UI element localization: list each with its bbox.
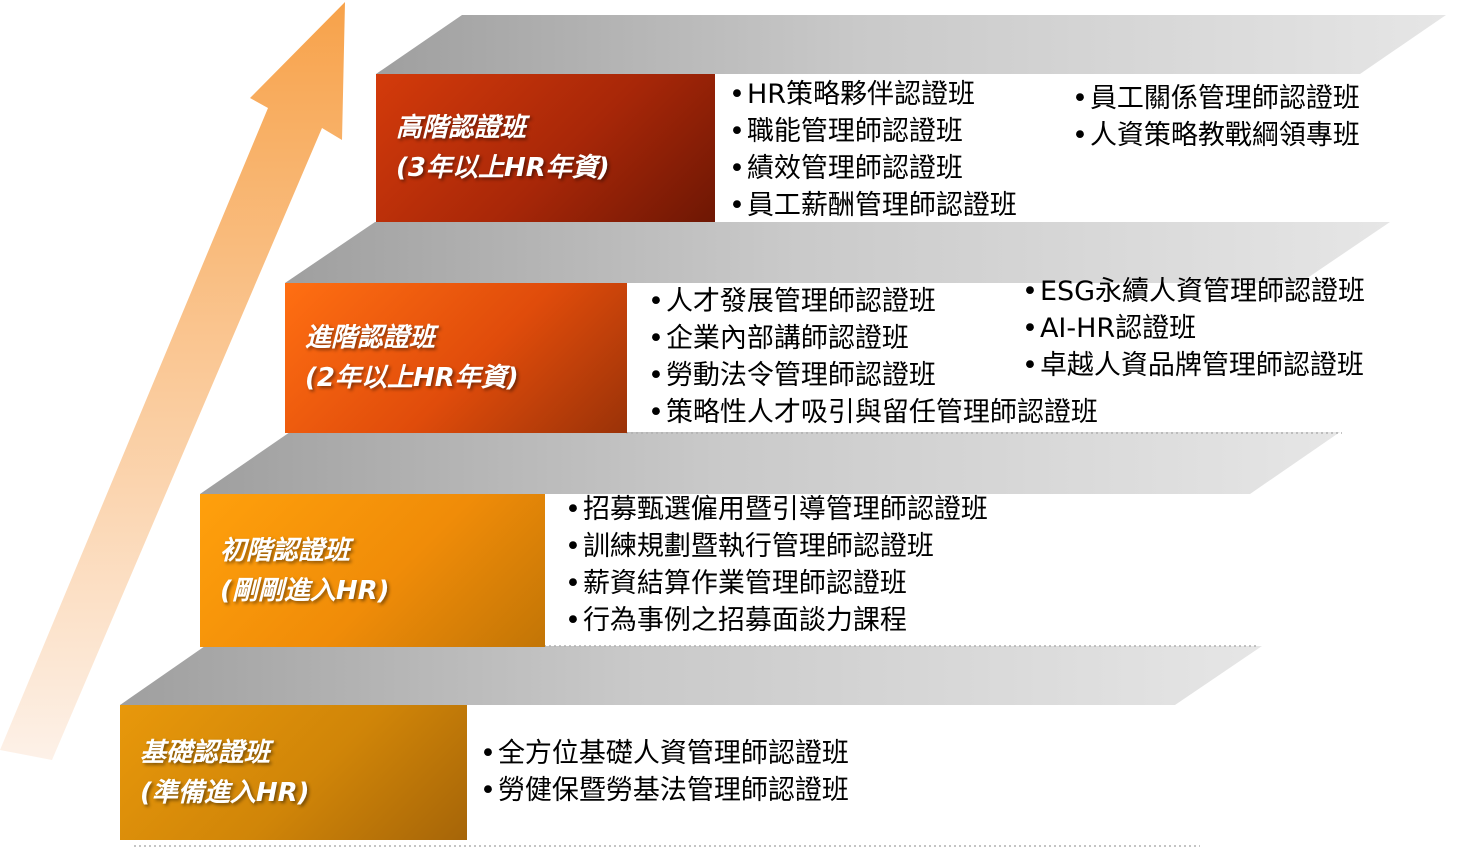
course-item: ESG永續人資管理師認證班: [1022, 273, 1365, 310]
course-list-foundation: 全方位基礎人資管理師認證班 勞健保暨勞基法管理師認證班: [480, 735, 849, 809]
course-item: 績效管理師認證班: [729, 150, 1017, 187]
course-item: 薪資結算作業管理師認證班: [565, 565, 988, 602]
course-item: HR策略夥伴認證班: [729, 76, 1017, 113]
course-item: 招募甄選僱用暨引導管理師認證班: [565, 491, 988, 528]
level-title: 進階認證班: [305, 323, 436, 353]
course-item: 人才發展管理師認證班: [648, 283, 1098, 320]
course-list-intermediate-right: ESG永續人資管理師認證班 AI-HR認證班 卓越人資品牌管理師認證班: [1022, 273, 1365, 384]
level-title: 初階認證班: [220, 535, 351, 566]
level-title: 高階認證班: [396, 113, 527, 143]
course-item: 員工關係管理師認證班: [1072, 80, 1360, 117]
course-list-advanced-left: HR策略夥伴認證班 職能管理師認證班 績效管理師認證班 員工薪酬管理師認證班: [729, 76, 1017, 224]
course-list-advanced-right: 員工關係管理師認證班 人資策略教戰綱領專班: [1072, 80, 1360, 154]
level-subtitle: (剛剛進入HR): [220, 575, 390, 606]
level-box-intermediate: 進階認證班 (2年以上HR年資): [285, 283, 627, 433]
step-tread-beginner: [200, 432, 1340, 494]
course-item: 人資策略教戰綱領專班: [1072, 117, 1360, 154]
course-item: 職能管理師認證班: [729, 113, 1017, 150]
course-item: 全方位基礎人資管理師認證班: [480, 735, 849, 772]
growth-arrow: [0, 2, 345, 760]
level-subtitle: (準備進入HR): [140, 777, 310, 808]
step-tread-advanced: [376, 15, 1446, 74]
level-subtitle: (2年以上HR年資): [305, 363, 519, 393]
step-tread-foundation: [120, 646, 1262, 705]
level-box-advanced: 高階認證班 (3年以上HR年資): [376, 74, 715, 222]
course-list-intermediate-left: 人才發展管理師認證班 企業內部講師認證班 勞動法令管理師認證班 策略性人才吸引與…: [648, 283, 1098, 431]
step-tread-intermediate: [285, 222, 1390, 283]
level-subtitle: (3年以上HR年資): [396, 153, 610, 183]
level-box-foundation: 基礎認證班 (準備進入HR): [120, 705, 467, 840]
course-item: 卓越人資品牌管理師認證班: [1022, 347, 1365, 384]
course-item: 勞健保暨勞基法管理師認證班: [480, 772, 849, 809]
course-list-beginner: 招募甄選僱用暨引導管理師認證班 訓練規劃暨執行管理師認證班 薪資結算作業管理師認…: [565, 491, 988, 639]
course-item: 勞動法令管理師認證班: [648, 357, 1098, 394]
course-item: AI-HR認證班: [1022, 310, 1365, 347]
level-box-beginner: 初階認證班 (剛剛進入HR): [200, 494, 545, 647]
course-item: 訓練規劃暨執行管理師認證班: [565, 528, 988, 565]
course-item: 企業內部講師認證班: [648, 320, 1098, 357]
level-title: 基礎認證班: [140, 737, 271, 768]
course-item: 員工薪酬管理師認證班: [729, 187, 1017, 224]
course-item: 行為事例之招募面談力課程: [565, 602, 988, 639]
course-item: 策略性人才吸引與留任管理師認證班: [648, 394, 1098, 431]
